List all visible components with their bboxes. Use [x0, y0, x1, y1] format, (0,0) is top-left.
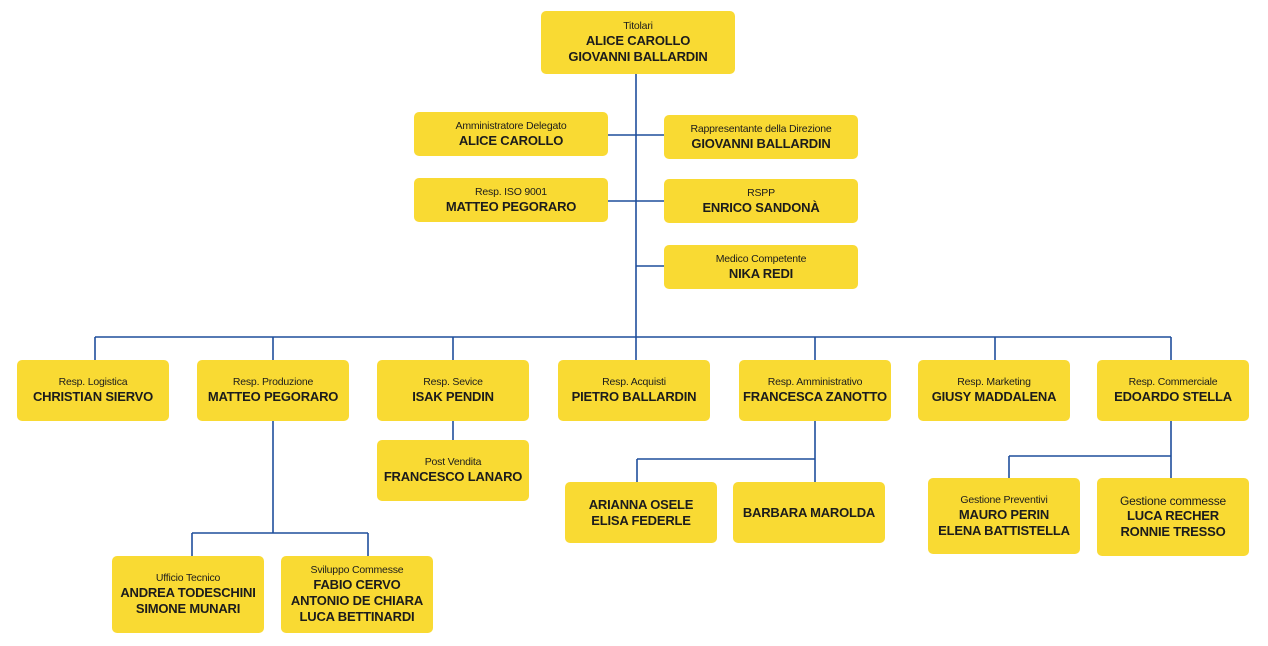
box-names: LUCA RECHER RONNIE TRESSO: [1120, 508, 1225, 540]
box-names: ENRICO SANDONÀ: [702, 200, 819, 216]
box-role: Resp. Acquisti: [602, 376, 666, 388]
person-name: ENRICO SANDONÀ: [702, 199, 820, 215]
box-names: FRANCESCO LANARO: [383, 469, 523, 485]
person-name: ELENA BATTISTELLA: [938, 522, 1070, 538]
org-box-resp-amministrativo: Resp. Amministrativo FRANCESCA ZANOTTO: [739, 360, 891, 421]
person-name: ANTONIO DE CHIARA: [290, 593, 424, 608]
org-box-resp-iso: Resp. ISO 9001 MATTEO PEGORARO: [414, 178, 608, 222]
box-role: RSPP: [747, 186, 775, 199]
box-role: Amministratore Delegato: [455, 119, 567, 132]
box-names: FABIO CERVO ANTONIO DE CHIARA LUCA BETTI…: [291, 577, 423, 625]
box-names: BARBARA MAROLDA: [743, 505, 875, 521]
org-box-amministratore-delegato: Amministratore Delegato ALICE CAROLLO: [414, 112, 608, 156]
org-box-titolari: Titolari ALICE CAROLLO GIOVANNI BALLARDI…: [541, 11, 735, 74]
org-box-gestione-preventivi: Gestione Preventivi MAURO PERIN ELENA BA…: [928, 478, 1080, 554]
box-role: Titolari: [623, 20, 653, 32]
person-name: FRANCESCA ZANOTTO: [743, 389, 887, 404]
person-name: GIOVANNI BALLARDIN: [568, 49, 708, 64]
box-names: MATTEO PEGORARO: [207, 389, 339, 405]
box-role: Medico Competente: [715, 252, 807, 265]
box-names: EDOARDO STELLA: [1114, 389, 1232, 405]
person-name: SIMONE MUNARI: [135, 601, 241, 616]
org-box-rspp: RSPP ENRICO SANDONÀ: [664, 179, 858, 223]
box-role: Resp. Produzione: [232, 376, 314, 388]
box-role: Resp. Logistica: [58, 376, 128, 388]
box-role: Resp. Amministrativo: [767, 376, 863, 388]
org-box-post-vendita: Post Vendita FRANCESCO LANARO: [377, 440, 529, 501]
box-names: NIKA REDI: [729, 266, 793, 282]
box-names: MAURO PERIN ELENA BATTISTELLA: [938, 507, 1070, 539]
person-name: GIUSY MADDALENA: [931, 389, 1057, 404]
box-names: GIOVANNI BALLARDIN: [691, 136, 830, 152]
box-names: ALICE CAROLLO: [459, 133, 563, 149]
box-role: Resp. ISO 9001: [475, 185, 547, 198]
person-name: ELISA FEDERLE: [591, 512, 691, 528]
box-names: CHRISTIAN SIERVO: [33, 389, 153, 405]
box-names: MATTEO PEGORARO: [445, 198, 577, 215]
person-name: NIKA REDI: [728, 265, 794, 281]
org-box-resp-produzione: Resp. Produzione MATTEO PEGORARO: [197, 360, 349, 421]
box-role: Ufficio Tecnico: [155, 572, 221, 584]
org-box-ufficio-tecnico: Ufficio Tecnico ANDREA TODESCHINI SIMONE…: [112, 556, 264, 633]
box-role: Resp. Sevice: [423, 376, 483, 388]
box-role: Sviluppo Commesse: [310, 564, 404, 576]
org-box-resp-logistica: Resp. Logistica CHRISTIAN SIERVO: [17, 360, 169, 421]
person-name: ALICE CAROLLO: [585, 33, 691, 48]
org-box-amministrativo-staff-2: BARBARA MAROLDA: [733, 482, 885, 543]
box-names: ANDREA TODESCHINI SIMONE MUNARI: [120, 585, 255, 617]
org-box-resp-service: Resp. Sevice ISAK PENDIN: [377, 360, 529, 421]
box-names: ARIANNA OSELE ELISA FEDERLE: [589, 497, 694, 529]
org-box-rappresentante-direzione: Rappresentante della Direzione GIOVANNI …: [664, 115, 858, 159]
box-role: Gestione Preventivi: [960, 493, 1048, 506]
person-name: PIETRO BALLARDIN: [571, 389, 697, 404]
person-name: ALICE CAROLLO: [458, 132, 564, 148]
box-names: GIUSY MADDALENA: [932, 389, 1057, 405]
box-role: Rappresentante della Direzione: [690, 122, 832, 135]
person-name: EDOARDO STELLA: [1114, 389, 1232, 404]
org-box-resp-commerciale: Resp. Commerciale EDOARDO STELLA: [1097, 360, 1249, 421]
person-name: FABIO CERVO: [313, 577, 401, 592]
box-names: FRANCESCA ZANOTTO: [743, 389, 887, 405]
box-role: Post Vendita: [424, 456, 482, 468]
person-name: GIOVANNI BALLARDIN: [691, 135, 831, 151]
box-role: Resp. Marketing: [957, 376, 1031, 388]
person-name: MAURO PERIN: [958, 506, 1050, 522]
person-name: FRANCESCO LANARO: [383, 469, 523, 484]
box-role: Gestione commesse: [1120, 493, 1226, 508]
person-name: MATTEO PEGORARO: [207, 389, 339, 404]
person-name: ARIANNA OSELE: [588, 496, 694, 512]
box-names: ISAK PENDIN: [412, 389, 494, 405]
person-name: LUCA BETTINARDI: [299, 609, 415, 624]
org-box-sviluppo-commesse: Sviluppo Commesse FABIO CERVO ANTONIO DE…: [281, 556, 433, 633]
org-box-resp-marketing: Resp. Marketing GIUSY MADDALENA: [918, 360, 1070, 421]
org-box-resp-acquisti: Resp. Acquisti PIETRO BALLARDIN: [558, 360, 710, 421]
person-name: CHRISTIAN SIERVO: [32, 389, 154, 404]
box-names: PIETRO BALLARDIN: [572, 389, 697, 405]
person-name: BARBARA MAROLDA: [742, 504, 876, 520]
org-box-amministrativo-staff-1: ARIANNA OSELE ELISA FEDERLE: [565, 482, 717, 543]
org-box-medico-competente: Medico Competente NIKA REDI: [664, 245, 858, 289]
person-name: ISAK PENDIN: [412, 389, 494, 404]
person-name: MATTEO PEGORARO: [445, 198, 577, 214]
org-box-gestione-commesse: Gestione commesse LUCA RECHER RONNIE TRE…: [1097, 478, 1249, 556]
box-role: Resp. Commerciale: [1128, 376, 1218, 388]
person-name: LUCA RECHER: [1127, 507, 1219, 523]
person-name: RONNIE TRESSO: [1120, 523, 1226, 539]
person-name: ANDREA TODESCHINI: [120, 585, 256, 600]
box-names: ALICE CAROLLO GIOVANNI BALLARDIN: [568, 33, 707, 65]
